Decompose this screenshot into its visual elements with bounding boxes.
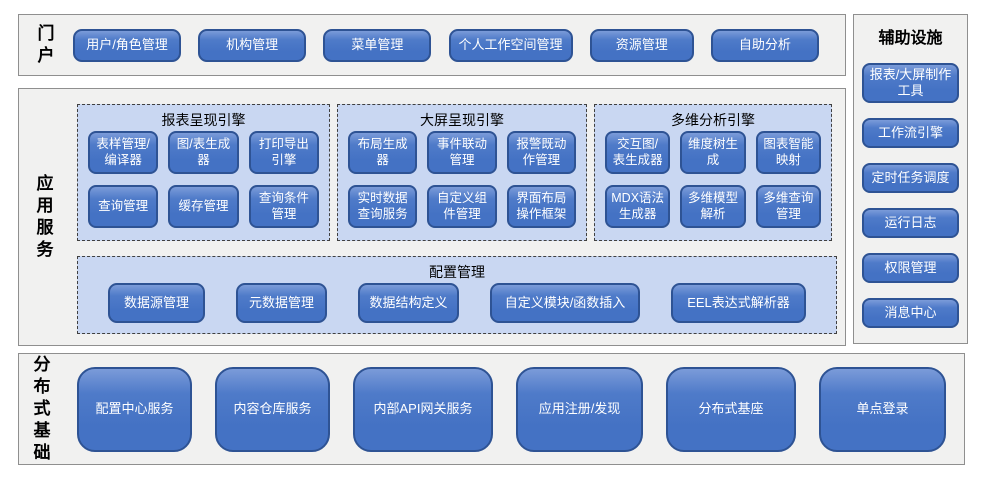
- auxiliary-section: 辅助设施 报表/大屏制作工具 工作流引擎 定时任务调度 运行日志 权限管理 消息…: [853, 14, 968, 344]
- custom-module-function-node: 自定义模块/函数插入: [490, 283, 640, 323]
- ui-layout-framework-node: 界面布局操作框架: [506, 185, 576, 228]
- org-mgmt-node: 机构管理: [198, 28, 307, 62]
- custom-component-mgmt-node: 自定义组件管理: [427, 185, 497, 228]
- report-engine-group: 报表呈现引擎 表样管理/编译器 图/表生成器 打印导出引擎 查询管理 缓存管理 …: [77, 104, 330, 241]
- report-builder-tool-node: 报表/大屏制作工具: [862, 63, 959, 103]
- menu-mgmt-node: 菜单管理: [323, 28, 432, 62]
- personal-workspace-mgmt-node: 个人工作空间管理: [448, 28, 573, 62]
- config-mgmt-title: 配置管理: [429, 264, 485, 280]
- layout-generator-node: 布局生成器: [348, 131, 418, 174]
- print-export-engine-node: 打印导出引擎: [248, 131, 319, 174]
- chart-smart-mapping-node: 图表智能映射: [755, 131, 821, 174]
- auxiliary-title: 辅助设施: [878, 30, 943, 47]
- data-structure-definition-node: 数据结构定义: [358, 283, 459, 323]
- report-style-compiler-node: 表样管理/编译器: [88, 131, 159, 174]
- internal-api-gateway-node: 内部API网关服务: [353, 366, 493, 452]
- multidim-model-parser-node: 多维模型解析: [680, 185, 746, 228]
- distributed-label: 分布式基础: [33, 355, 51, 462]
- portal-section: 门户 用户/角色管理 机构管理 菜单管理 个人工作空间管理 资源管理 自助分析: [18, 14, 846, 76]
- metadata-mgmt-node: 元数据管理: [236, 283, 327, 323]
- content-repository-service-node: 内容仓库服务: [215, 366, 330, 452]
- scheduled-task-node: 定时任务调度: [862, 162, 959, 193]
- datasource-mgmt-node: 数据源管理: [108, 283, 205, 323]
- query-mgmt-node: 查询管理: [88, 185, 159, 228]
- portal-row: 用户/角色管理 机构管理 菜单管理 个人工作空间管理 资源管理 自助分析: [73, 28, 845, 62]
- dashboard-engine-title: 大屏呈现引擎: [420, 112, 504, 128]
- app-services-section: 应用服务 报表呈现引擎 表样管理/编译器 图/表生成器 打印导出引擎 查询管理 …: [18, 88, 846, 346]
- query-condition-mgmt-node: 查询条件管理: [248, 185, 319, 228]
- olap-engine-title: 多维分析引擎: [671, 112, 755, 128]
- interactive-chart-generator-node: 交互图/表生成器: [605, 131, 671, 174]
- user-role-mgmt-node: 用户/角色管理: [73, 28, 181, 62]
- report-engine-title: 报表呈现引擎: [161, 112, 246, 128]
- event-linkage-mgmt-node: 事件联动管理: [427, 131, 497, 174]
- dashboard-engine-group: 大屏呈现引擎 布局生成器 事件联动管理 报警既动作管理 实时数据查询服务 自定义…: [337, 104, 587, 241]
- distributed-section: 分布式基础 配置中心服务 内容仓库服务 内部API网关服务 应用注册/发现 分布…: [18, 353, 965, 465]
- app-registry-discovery-node: 应用注册/发现: [516, 366, 643, 452]
- chart-table-generator-node: 图/表生成器: [168, 131, 239, 174]
- multidim-query-mgmt-node: 多维查询管理: [755, 185, 821, 228]
- engine-groups: 报表呈现引擎 表样管理/编译器 图/表生成器 打印导出引擎 查询管理 缓存管理 …: [77, 104, 837, 241]
- cache-mgmt-node: 缓存管理: [168, 185, 239, 228]
- config-mgmt-group: 配置管理 数据源管理 元数据管理 数据结构定义 自定义模块/函数插入 EEL表达…: [77, 256, 837, 334]
- distributed-base-node: 分布式基座: [666, 366, 796, 452]
- self-service-analysis-node: 自助分析: [710, 28, 819, 62]
- resource-mgmt-node: 资源管理: [589, 28, 694, 62]
- alarm-action-mgmt-node: 报警既动作管理: [506, 131, 576, 174]
- mdx-generator-node: MDX语法生成器: [605, 185, 671, 228]
- workflow-engine-node: 工作流引擎: [862, 117, 959, 148]
- permission-mgmt-node: 权限管理: [862, 252, 959, 283]
- message-center-node: 消息中心: [862, 297, 959, 328]
- runtime-log-node: 运行日志: [862, 207, 959, 238]
- realtime-data-query-node: 实时数据查询服务: [348, 185, 418, 228]
- app-services-label: 应用服务: [36, 174, 54, 259]
- distributed-row: 配置中心服务 内容仓库服务 内部API网关服务 应用注册/发现 分布式基座 单点…: [65, 366, 964, 452]
- portal-label: 门户: [37, 24, 55, 65]
- olap-engine-group: 多维分析引擎 交互图/表生成器 维度树生成 图表智能映射 MDX语法生成器 多维…: [594, 104, 832, 241]
- sso-node: 单点登录: [819, 366, 946, 452]
- config-center-service-node: 配置中心服务: [77, 366, 192, 452]
- dimension-tree-node: 维度树生成: [680, 131, 746, 174]
- eel-expression-parser-node: EEL表达式解析器: [671, 283, 806, 323]
